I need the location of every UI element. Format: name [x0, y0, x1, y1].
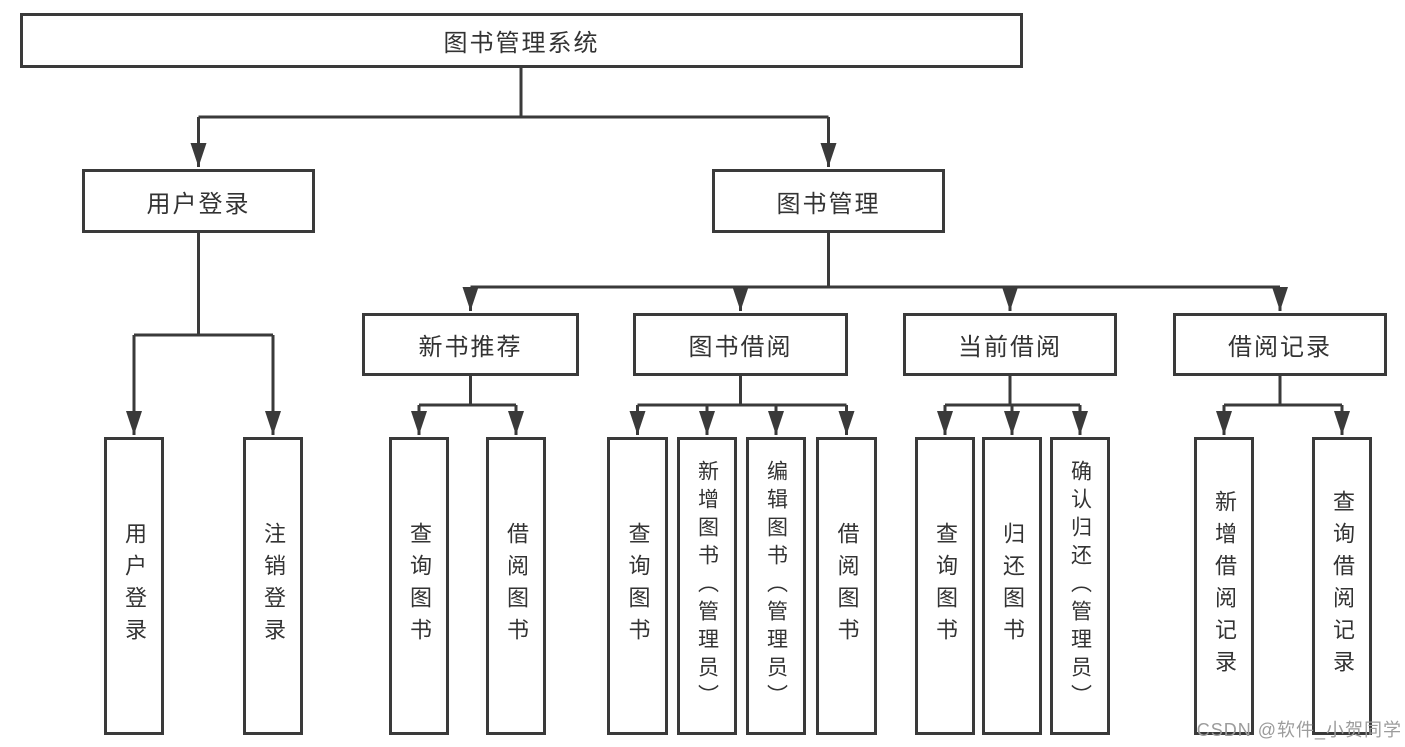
leaf-edit-book-admin: 编辑图书（管理员） [746, 437, 806, 735]
leaf-user-login: 用户登录 [104, 437, 164, 735]
leaf-label: 注销登录 [261, 522, 286, 650]
leaf-label: 新增图书（管理员） [695, 460, 719, 712]
leaf-add-borrow-record: 新增借阅记录 [1194, 437, 1254, 735]
leaf-logout: 注销登录 [243, 437, 303, 735]
leaf-add-book-admin: 新增图书（管理员） [677, 437, 737, 735]
leaf-label: 查询借阅记录 [1330, 490, 1355, 682]
node-new-book-recommend: 新书推荐 [362, 313, 579, 376]
leaf-label: 新增借阅记录 [1212, 490, 1237, 682]
leaf-label: 查询图书 [933, 522, 958, 650]
leaf-query-book-3: 查询图书 [915, 437, 975, 735]
node-book-borrow: 图书借阅 [633, 313, 848, 376]
leaf-borrow-book-2: 借阅图书 [816, 437, 877, 735]
node-root: 图书管理系统 [20, 13, 1023, 68]
leaf-label: 归还图书 [1000, 522, 1025, 650]
leaf-label: 编辑图书（管理员） [764, 460, 788, 712]
leaf-label: 查询图书 [407, 522, 432, 650]
leaf-label: 查询图书 [625, 522, 651, 650]
leaf-label: 借阅图书 [834, 522, 860, 650]
leaf-borrow-book-1: 借阅图书 [486, 437, 546, 735]
leaf-label: 用户登录 [122, 522, 147, 650]
leaf-label: 确认归还（管理员） [1068, 460, 1092, 712]
leaf-query-book-1: 查询图书 [389, 437, 449, 735]
leaf-query-borrow-record: 查询借阅记录 [1312, 437, 1372, 735]
leaf-return-book: 归还图书 [982, 437, 1042, 735]
leaf-label: 借阅图书 [504, 522, 529, 650]
node-book-management: 图书管理 [712, 169, 945, 233]
node-current-borrow: 当前借阅 [903, 313, 1117, 376]
leaf-confirm-return-admin: 确认归还（管理员） [1050, 437, 1110, 735]
node-user-login: 用户登录 [82, 169, 315, 233]
node-borrow-records: 借阅记录 [1173, 313, 1387, 376]
csdn-watermark: CSDN @软件_小贺同学 [1196, 720, 1402, 740]
leaf-query-book-2: 查询图书 [607, 437, 668, 735]
